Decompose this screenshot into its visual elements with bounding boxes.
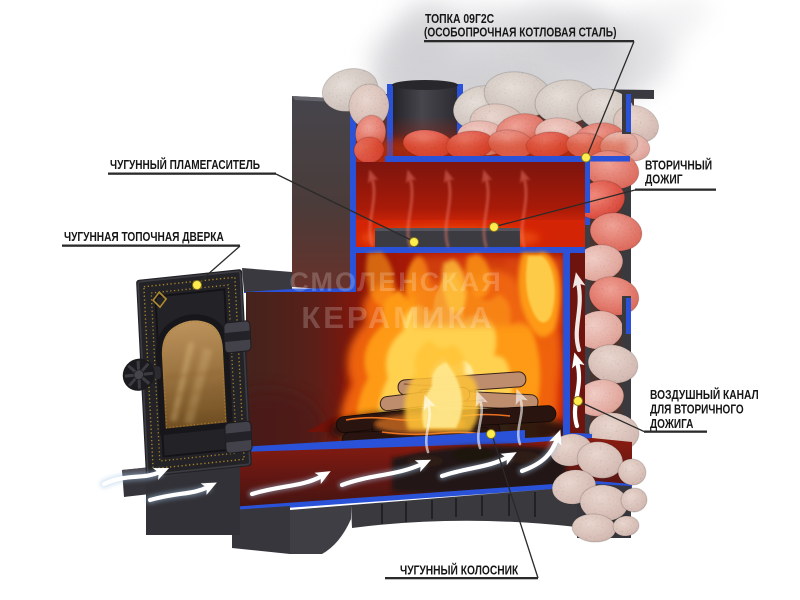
svg-text:СМОЛЕНСКАЯ: СМОЛЕНСКАЯ — [289, 267, 502, 297]
svg-text:КЕРАМИКА: КЕРАМИКА — [301, 300, 494, 335]
svg-text:ДОЖИГ: ДОЖИГ — [645, 172, 683, 186]
svg-text:ДОЖИГА: ДОЖИГА — [650, 417, 694, 432]
svg-text:ТОПКА 09Г2С: ТОПКА 09Г2С — [425, 12, 495, 26]
svg-text:(ОСОБОПРОЧНАЯ КОТЛОВАЯ СТАЛЬ): (ОСОБОПРОЧНАЯ КОТЛОВАЯ СТАЛЬ) — [424, 25, 617, 39]
svg-text:ДЛЯ ВТОРИЧНОГО: ДЛЯ ВТОРИЧНОГО — [650, 403, 744, 416]
svg-text:ВОЗДУШНЫЙ КАНАЛ: ВОЗДУШНЫЙ КАНАЛ — [650, 388, 759, 402]
svg-text:ЧУГУННАЯ ТОПОЧНАЯ ДВЕРКА: ЧУГУННАЯ ТОПОЧНАЯ ДВЕРКА — [64, 230, 224, 244]
svg-text:ЧУГУННЫЙ КОЛОСНИК: ЧУГУННЫЙ КОЛОСНИК — [400, 563, 519, 577]
svg-text:ВТОРИЧНЫЙ: ВТОРИЧНЫЙ — [645, 158, 712, 172]
svg-text:ЧУГУННЫЙ ПЛАМЕГАСИТЕЛЬ: ЧУГУННЫЙ ПЛАМЕГАСИТЕЛЬ — [110, 158, 260, 173]
